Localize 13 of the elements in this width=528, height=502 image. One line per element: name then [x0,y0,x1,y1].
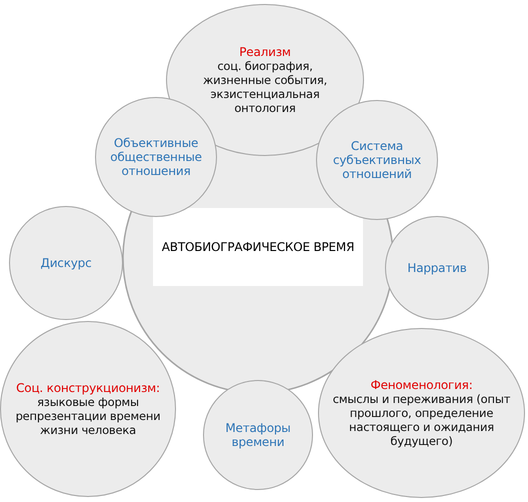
center-box [153,208,363,286]
node-text: языковые формы репрезентации времени жизни человека [14,395,162,437]
node-text: соц. биография, жизненные события, экзистенциальная онтология [202,59,328,115]
node-heading: Реализм [239,45,291,59]
node-label: Объективные общественные отношения [109,136,203,178]
node-heading: Соц. конструкционизм: [16,381,160,395]
node-label: Система субъективных отношений [332,139,422,181]
title-label: АВТОБИОГРАФИЧЕСКОЕ ВРЕМЯ [162,238,354,256]
node-text: смыслы и переживания (опыт прошлого, определение настоящего и ожидания будущего) [332,392,512,448]
node-label: Дискурс [40,256,92,270]
node-label: Нарратив [407,261,467,275]
node-label: Метафоры времени [224,421,292,449]
node-heading: Феноменология: [370,378,473,392]
